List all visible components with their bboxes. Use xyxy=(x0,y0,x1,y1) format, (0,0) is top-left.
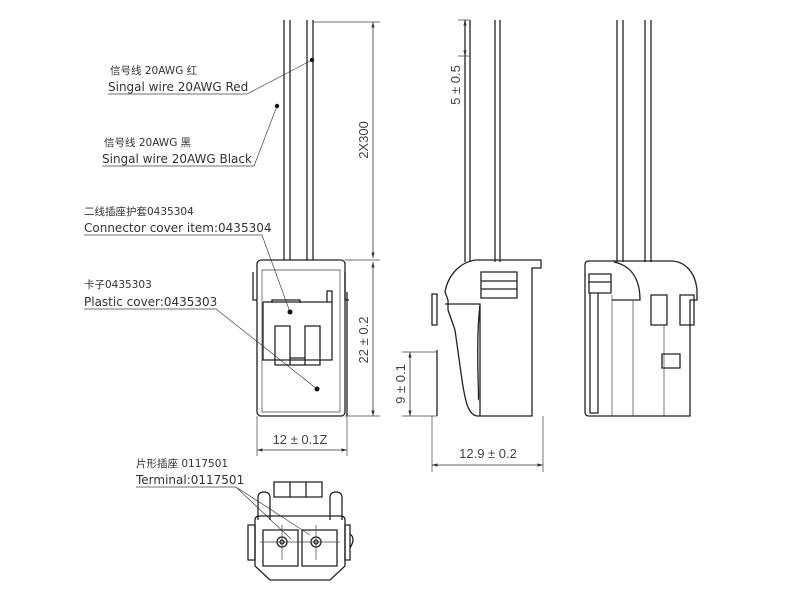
side-view xyxy=(431,20,542,417)
wire-length-dim: 2X300 xyxy=(356,121,371,159)
body-depth-dim: 12.9 ± 0.2 xyxy=(459,446,517,461)
plastic-cover-label-cn: 卡子0435303 xyxy=(84,278,152,291)
red-wire-label-cn: 信号线 20AWG 红 xyxy=(110,64,198,77)
red-wire-label-en: Singal wire 20AWG Red xyxy=(108,80,248,94)
callout-labels: 信号线 20AWG 红 Singal wire 20AWG Red 信号线 20… xyxy=(84,57,320,540)
bottom-view xyxy=(247,481,354,581)
latch-height-dim: 9 ± 0.1 xyxy=(393,364,408,404)
connector-cover-label-en: Connector cover item:0435304 xyxy=(84,221,271,235)
front-dimensions: 2X300 22 ± 0.2 12 ± 0.1Z xyxy=(256,21,380,456)
body-width-dim: 12 ± 0.1Z xyxy=(273,432,328,447)
body-height-dim: 22 ± 0.2 xyxy=(356,317,371,364)
plastic-cover-label-en: Plastic cover:0435303 xyxy=(84,295,217,309)
black-wire-label-cn: 信号线 20AWG 黑 xyxy=(104,136,191,149)
rear-view xyxy=(584,20,698,417)
connector-cover-label-cn: 二线插座护套0435304 xyxy=(84,205,194,218)
strip-length-dim: 5 ± 0.5 xyxy=(448,65,463,105)
side-dimensions: 5 ± 0.5 9 ± 0.1 12.9 ± 0.2 xyxy=(393,19,544,472)
terminal-label-en: Terminal:0117501 xyxy=(135,473,244,487)
front-view xyxy=(252,20,349,417)
black-wire-label-en: Singal wire 20AWG Black xyxy=(102,152,252,166)
terminal-label-cn: 片形插座 0117501 xyxy=(136,457,228,470)
